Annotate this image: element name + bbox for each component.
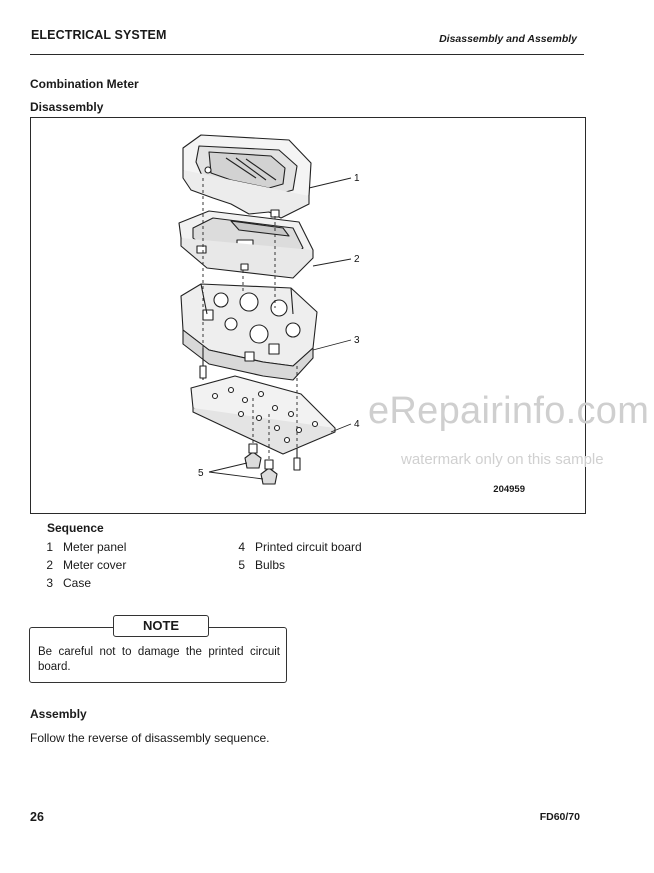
figure-number: 204959 [493, 484, 525, 495]
case-part [180, 283, 318, 381]
header-rule [30, 54, 584, 56]
callout-1: 1 [354, 173, 360, 184]
exploded-view-figure: 1 2 3 4 5 204959 [30, 117, 586, 514]
watermark-sub: watermark only on this sample [401, 451, 604, 468]
section-title: ELECTRICAL SYSTEM [31, 28, 167, 42]
disassembly-title: Disassembly [30, 100, 104, 114]
subsection-title: Disassembly and Assembly [439, 33, 577, 45]
screws [199, 348, 301, 471]
callout-3: 3 [354, 335, 360, 346]
exploded-view-drawing: 1 2 3 4 5 [178, 134, 360, 485]
note-text: Be careful not to damage the printed cir… [38, 646, 280, 673]
leader-lines [208, 177, 352, 480]
callout-5: 5 [198, 468, 204, 479]
assembly-text: Follow the reverse of disassembly sequen… [30, 731, 270, 745]
topic-title: Combination Meter [30, 77, 139, 91]
watermark-main: eRepairinfo.com [368, 390, 650, 432]
bulbs-part [244, 443, 278, 485]
callout-4: 4 [354, 419, 360, 430]
note-label: NOTE [113, 615, 209, 637]
assembly-title: Assembly [30, 707, 87, 721]
meter-panel-part [182, 134, 312, 219]
printed-circuit-board-part [190, 375, 336, 455]
alignment-lines [202, 178, 298, 460]
sequence-title: Sequence [47, 521, 104, 535]
model-number: FD60/70 [539, 811, 580, 823]
meter-cover-part [178, 210, 314, 279]
page-number: 26 [30, 810, 44, 824]
callout-2: 2 [354, 254, 360, 265]
